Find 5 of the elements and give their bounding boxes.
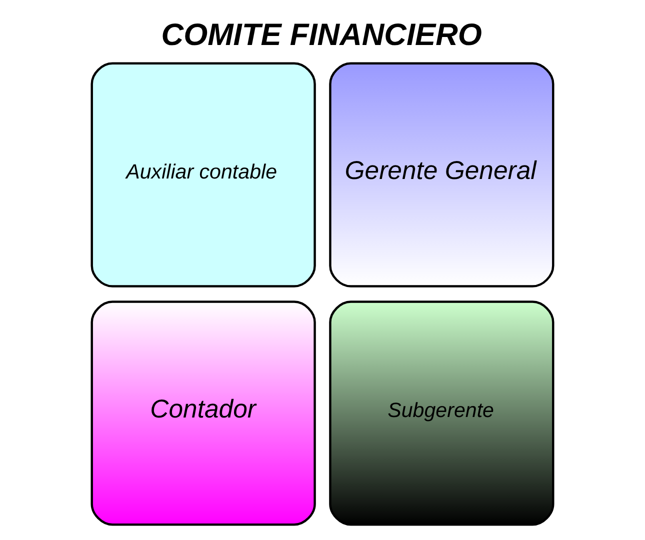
node-box: Contador [90, 300, 316, 526]
diagram-title: COMITE FINANCIERO [161, 17, 482, 52]
node-box: Subgerente [329, 300, 554, 526]
node-box: Auxiliar contable [90, 62, 316, 288]
node-box: Gerente General [329, 62, 554, 288]
